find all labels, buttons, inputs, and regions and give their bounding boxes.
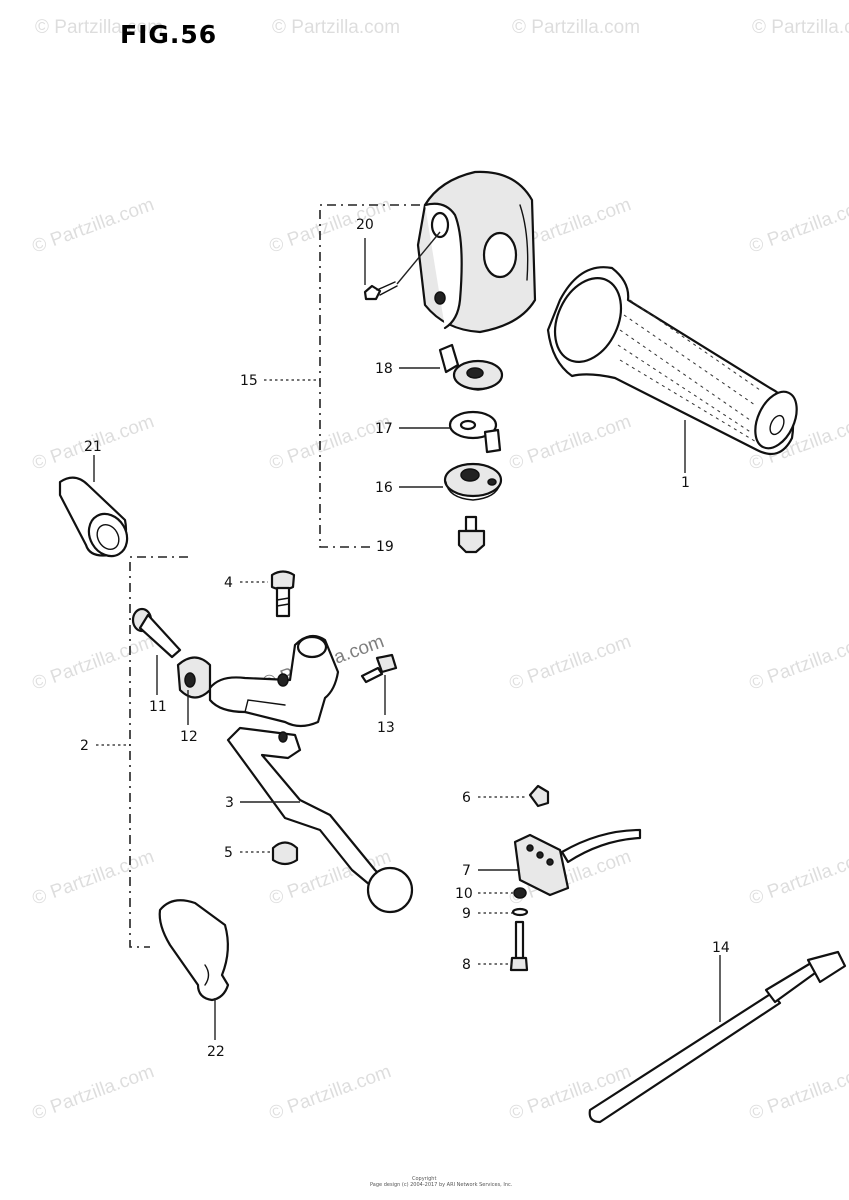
watermark: © Partzilla.com xyxy=(747,846,849,910)
watermark: © Partzilla.com xyxy=(272,17,400,38)
watermark: © Partzilla.com xyxy=(30,846,157,910)
cover-part-21 xyxy=(58,476,129,558)
callout-labels: 1 2 3 4 5 6 7 8 9 10 11 12 13 14 15 16 1… xyxy=(80,217,730,1060)
callout-9: 9 xyxy=(462,906,471,922)
watermark: © Partzilla.com xyxy=(30,631,157,695)
callout-21: 21 xyxy=(84,439,102,455)
guide-part-16 xyxy=(443,428,503,501)
nut-part-5 xyxy=(271,841,299,866)
grip-part-1 xyxy=(546,266,798,456)
watermark: © Partzilla.com xyxy=(267,194,394,258)
bolt-part-11 xyxy=(131,607,182,659)
cover-part-22 xyxy=(158,899,230,1002)
leader-lines xyxy=(93,238,721,1040)
throttle-housing-part-15 xyxy=(416,170,537,334)
watermark: © Partzilla.com xyxy=(30,1061,157,1125)
watermark: © Partzilla.com xyxy=(747,194,849,258)
collar-part-12 xyxy=(176,656,212,699)
callout-18: 18 xyxy=(375,361,393,377)
callout-17: 17 xyxy=(375,421,393,437)
callout-7: 7 xyxy=(462,863,471,879)
callout-19: 19 xyxy=(376,539,394,555)
callout-6: 6 xyxy=(462,790,471,806)
lever-holder xyxy=(208,634,340,728)
lever-part-3 xyxy=(226,726,414,914)
figure-title: FIG.56 xyxy=(120,20,217,49)
callout-22: 22 xyxy=(207,1044,225,1060)
callout-3: 3 xyxy=(225,795,234,811)
washer-part-9 xyxy=(511,907,529,917)
callout-5: 5 xyxy=(224,845,233,861)
callout-16: 16 xyxy=(375,480,393,496)
watermark: © Partzilla.com xyxy=(267,1061,394,1125)
switch-part-7 xyxy=(513,828,642,897)
screw-part-13 xyxy=(360,653,398,684)
callout-2: 2 xyxy=(80,738,89,754)
bolt-part-4 xyxy=(270,570,296,618)
assembly-bracket-15 xyxy=(319,204,420,548)
callout-15: 15 xyxy=(240,373,258,389)
watermark: © Partzilla.com xyxy=(507,631,634,695)
callout-4: 4 xyxy=(224,575,233,591)
watermark: © Partzilla.com xyxy=(507,411,634,475)
cable-tie-part-14 xyxy=(588,950,847,1124)
watermark: © Partzilla.com xyxy=(747,631,849,695)
footer-page-design: Page design (c) 2004-2017 by ARI Network… xyxy=(370,1182,513,1188)
screw-part-19 xyxy=(457,515,486,554)
callout-20: 20 xyxy=(356,217,374,233)
screw-part-20 xyxy=(363,231,441,301)
watermark: © Partzilla.com xyxy=(35,17,163,38)
screw-part-8 xyxy=(509,920,529,972)
callout-12: 12 xyxy=(180,729,198,745)
watermark: © Partzilla.com xyxy=(747,1061,849,1125)
watermark: © Partzilla.com xyxy=(752,17,849,38)
callout-13: 13 xyxy=(377,720,395,736)
pulley-part-18 xyxy=(438,343,504,391)
watermark: © Partzilla.com xyxy=(30,194,157,258)
footer-copyright: Copyright xyxy=(412,1176,436,1182)
callout-11: 11 xyxy=(149,699,167,715)
callout-10: 10 xyxy=(455,886,473,902)
callout-14: 14 xyxy=(712,940,730,956)
assembly-bracket-2 xyxy=(129,556,188,948)
watermark-layer: © Partzilla.com © Partzilla.com © Partzi… xyxy=(30,17,849,1125)
callout-1: 1 xyxy=(681,475,690,491)
callout-8: 8 xyxy=(462,957,471,973)
nut-part-6 xyxy=(528,784,550,808)
watermark: © Partzilla.com xyxy=(512,17,640,38)
washer-part-10 xyxy=(513,887,527,899)
